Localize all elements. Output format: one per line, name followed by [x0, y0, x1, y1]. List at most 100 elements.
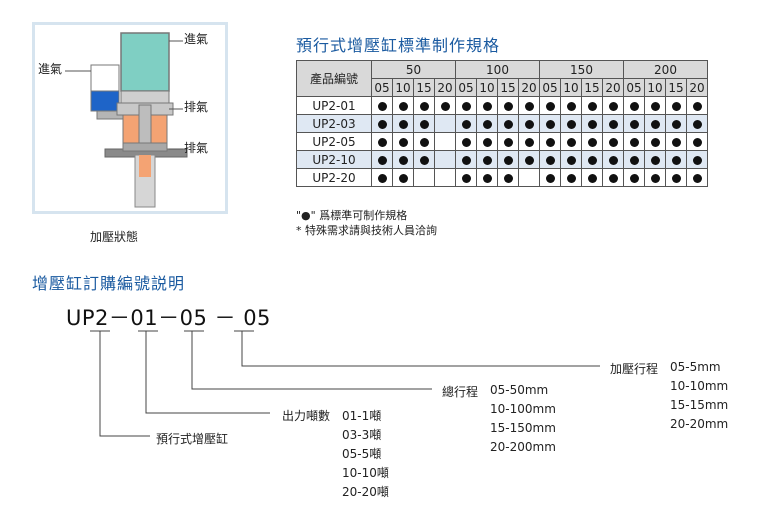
spec-cell	[539, 168, 561, 187]
row-model: UP2-20	[296, 168, 372, 187]
available-dot-icon	[503, 155, 513, 165]
nozzle-option: 10-10噸	[342, 466, 389, 480]
spec-cell	[602, 114, 624, 133]
available-dot-icon	[461, 101, 471, 111]
available-dot-icon	[524, 155, 534, 165]
label-inlet-left: 進氣	[38, 62, 63, 76]
cylinder-diagram	[65, 32, 188, 208]
stroke-subheader: 10	[644, 78, 666, 97]
total-option: 15-150mm	[490, 421, 556, 435]
spec-cell	[602, 150, 624, 169]
diagram-caption: 加壓狀態	[90, 230, 139, 244]
available-dot-icon	[461, 137, 471, 147]
spec-cell	[665, 114, 687, 133]
type-label: 預行式增壓缸	[156, 432, 229, 446]
spec-title: 預行式增壓缸標準制作規格	[296, 36, 501, 55]
base-flange	[122, 142, 168, 152]
stroke-subheader: 15	[497, 78, 519, 97]
spec-cell	[665, 150, 687, 169]
available-dot-icon	[587, 119, 597, 129]
reservoir-air	[90, 64, 120, 92]
available-dot-icon	[671, 119, 681, 129]
nozzle-option: 05-5噸	[342, 447, 382, 461]
available-dot-icon	[650, 101, 660, 111]
spec-cell	[476, 150, 498, 169]
available-dot-icon	[566, 119, 576, 129]
stroke-subheader: 20	[686, 78, 708, 97]
spec-cell	[623, 168, 645, 187]
spec-cell	[497, 114, 519, 133]
stroke-subheader: 20	[602, 78, 624, 97]
available-dot-icon	[587, 137, 597, 147]
available-dot-icon	[545, 155, 555, 165]
available-dot-icon	[440, 101, 450, 111]
total-label: 總行程	[442, 385, 479, 399]
cylinder-diagram-frame	[32, 22, 228, 214]
stroke-subheader: 05	[623, 78, 645, 97]
available-dot-icon	[566, 173, 576, 183]
available-dot-icon	[671, 173, 681, 183]
spec-cell	[497, 150, 519, 169]
available-dot-icon	[629, 119, 639, 129]
available-dot-icon	[524, 101, 534, 111]
available-dot-icon	[503, 137, 513, 147]
available-dot-icon	[608, 137, 618, 147]
available-dot-icon	[692, 173, 702, 183]
available-dot-icon	[503, 173, 513, 183]
press-option: 05-5mm	[670, 360, 721, 374]
available-dot-icon	[377, 173, 387, 183]
stroke-subheader: 15	[413, 78, 435, 97]
stroke-subheader: 10	[392, 78, 414, 97]
available-dot-icon	[461, 155, 471, 165]
table-row: UP2-10	[296, 150, 708, 169]
available-dot-icon	[671, 137, 681, 147]
available-dot-icon	[587, 155, 597, 165]
available-dot-icon	[377, 155, 387, 165]
spec-cell	[623, 114, 645, 133]
stroke-subheader: 05	[455, 78, 477, 97]
available-dot-icon	[482, 119, 492, 129]
nozzle-option: 20-20噸	[342, 485, 389, 499]
available-dot-icon	[398, 137, 408, 147]
nozzle-option: 03-3噸	[342, 428, 382, 442]
available-dot-icon	[608, 119, 618, 129]
leader-total	[191, 331, 432, 390]
available-dot-icon	[461, 173, 471, 183]
available-dot-icon	[608, 173, 618, 183]
group-header: 100	[455, 60, 540, 79]
group-header: 50	[371, 60, 456, 79]
spec-cell	[560, 114, 582, 133]
press-label: 加壓行程	[610, 362, 659, 376]
available-dot-icon	[629, 101, 639, 111]
available-dot-icon	[503, 101, 513, 111]
available-dot-icon	[419, 101, 429, 111]
leader-press	[241, 331, 600, 367]
order-code: UP2－01－05 － 05	[66, 306, 271, 330]
available-dot-icon	[524, 137, 534, 147]
spec-cell	[371, 114, 393, 133]
upper-chamber	[120, 32, 170, 92]
label-inlet-top: 進氣	[184, 32, 209, 46]
available-dot-icon	[545, 101, 555, 111]
total-option: 20-200mm	[490, 440, 556, 454]
available-dot-icon	[629, 137, 639, 147]
total-option: 10-100mm	[490, 402, 556, 416]
available-dot-icon	[398, 155, 408, 165]
leader-type	[99, 331, 150, 437]
available-dot-icon	[566, 155, 576, 165]
available-dot-icon	[650, 119, 660, 129]
available-dot-icon	[419, 137, 429, 147]
available-dot-icon	[608, 101, 618, 111]
spec-cell	[539, 114, 561, 133]
spec-cell	[455, 150, 477, 169]
spec-cell	[644, 114, 666, 133]
available-dot-icon	[566, 137, 576, 147]
spec-cell	[686, 168, 708, 187]
stroke-subheader: 15	[665, 78, 687, 97]
available-dot-icon	[398, 119, 408, 129]
spec-cell	[581, 150, 603, 169]
